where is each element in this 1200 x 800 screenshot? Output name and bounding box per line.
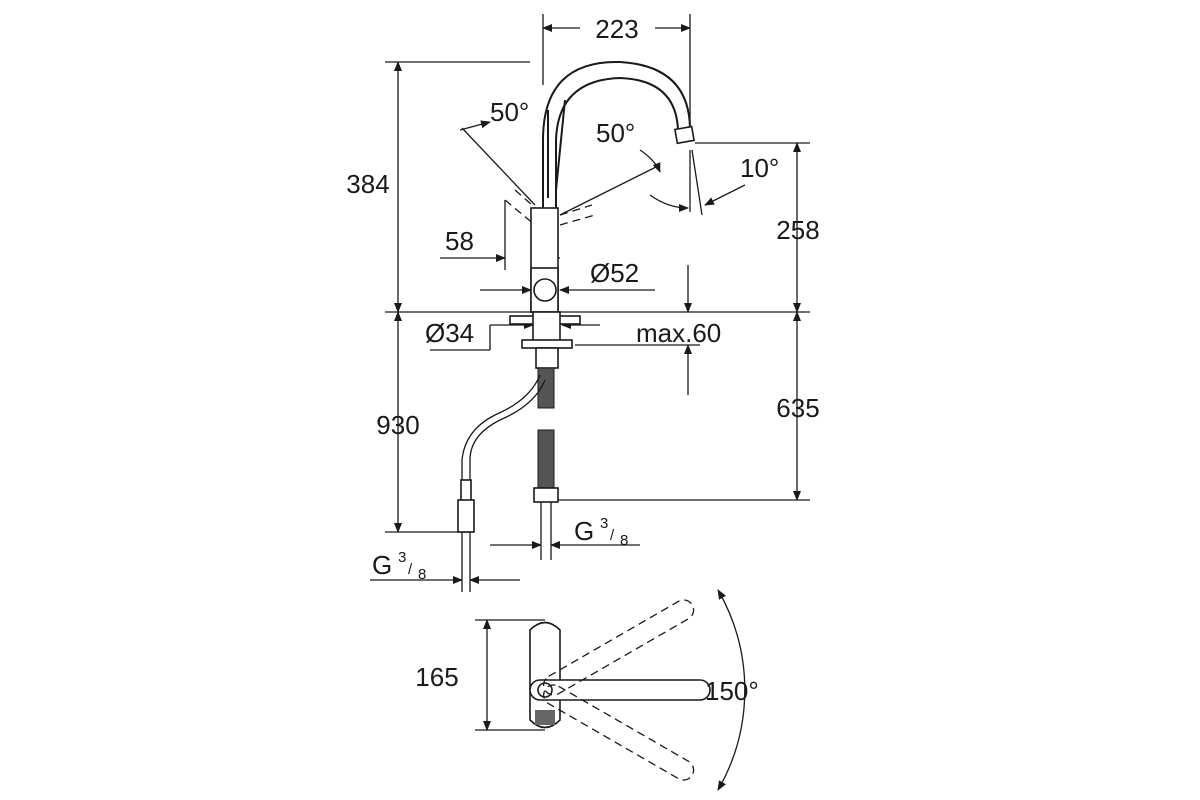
svg-text:10°: 10° — [740, 153, 779, 183]
svg-text:384: 384 — [346, 169, 389, 199]
svg-text:3: 3 — [600, 515, 608, 532]
svg-text:223: 223 — [595, 14, 638, 44]
svg-text:G: G — [574, 516, 594, 546]
connection-left-label: G 3 / 8 — [370, 549, 520, 584]
dimension-body-diameter: Ø52 — [480, 258, 655, 294]
dimension-height-spout: 258 — [695, 142, 820, 313]
angle-spout: 10° — [649, 149, 779, 216]
dimension-hole-diameter: Ø34 — [425, 318, 600, 351]
svg-text:/: / — [408, 561, 413, 578]
dimension-max-thickness: max.60 — [575, 265, 721, 395]
svg-text:50°: 50° — [596, 118, 635, 148]
svg-text:Ø34: Ø34 — [425, 318, 474, 348]
svg-text:165: 165 — [415, 662, 458, 692]
svg-text:max.60: max.60 — [636, 318, 721, 348]
angle-lever-left: 50° — [459, 97, 536, 206]
dimension-shank-length: 635 — [555, 311, 820, 501]
svg-text:50°: 50° — [490, 97, 529, 127]
svg-text:8: 8 — [620, 532, 628, 549]
svg-text:/: / — [610, 527, 615, 544]
svg-text:8: 8 — [418, 566, 426, 583]
svg-text:58: 58 — [445, 226, 474, 256]
faucet-side-view — [457, 60, 696, 592]
dimension-hose-length: 930 — [376, 311, 470, 533]
dimension-height-total: 384 — [346, 61, 530, 313]
svg-text:930: 930 — [376, 410, 419, 440]
angle-lever-right: 50° — [559, 118, 661, 216]
svg-text:150°: 150° — [705, 676, 759, 706]
dimension-lever-offset: 58 — [440, 200, 560, 270]
connection-right-label: G 3 / 8 — [490, 515, 640, 549]
faucet-plan-view: 165 150° — [415, 589, 759, 791]
svg-text:635: 635 — [776, 393, 819, 423]
svg-text:G: G — [372, 550, 392, 580]
svg-text:Ø52: Ø52 — [590, 258, 639, 288]
dimension-width-spout: 223 — [542, 14, 691, 140]
svg-text:3: 3 — [398, 549, 406, 566]
svg-text:258: 258 — [776, 215, 819, 245]
